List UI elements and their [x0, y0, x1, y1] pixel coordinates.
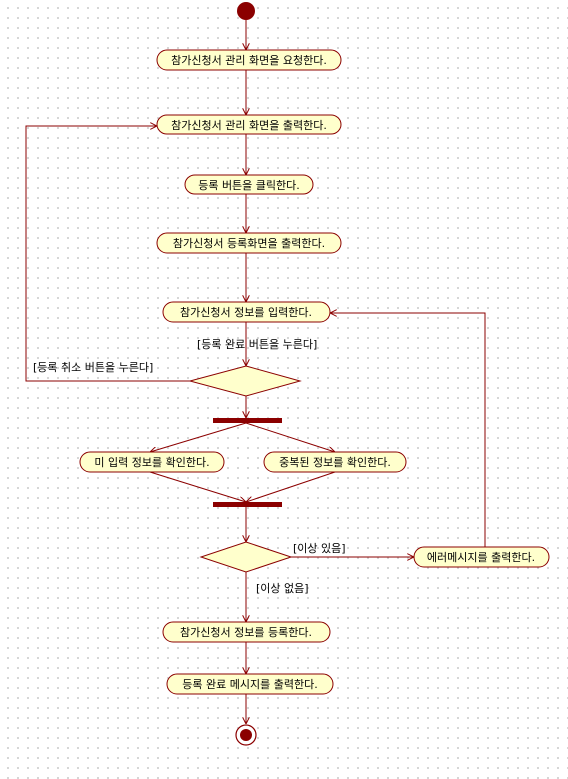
decision-node-submit	[188, 365, 302, 397]
activity-check-duplicate: 중복된 정보를 확인한다.	[263, 451, 407, 473]
activity-request-screen: 참가신청서 관리 화면을 요청한다.	[156, 49, 342, 71]
activity-label: 등록 완료 메시지를 출력한다.	[182, 678, 317, 691]
flow-missing-to-join	[149, 471, 246, 502]
flow-error-to-enter	[330, 313, 486, 547]
guard-no-error: [이상 없음]	[256, 582, 309, 595]
control-flows	[25, 20, 486, 724]
activity-label: 에러메시지를 출력한다.	[427, 551, 535, 564]
flow-fork-to-duplicate	[245, 422, 335, 452]
activity-label: 참가신청서 관리 화면을 출력한다.	[171, 119, 327, 132]
activity-show-complete: 등록 완료 메시지를 출력한다.	[166, 673, 334, 695]
activity-show-manage-screen: 참가신청서 관리 화면을 출력한다.	[156, 114, 342, 135]
activity-click-register: 등록 버튼을 클릭한다.	[184, 174, 314, 195]
fork-bar	[213, 418, 282, 423]
activity-label: 참가신청서 관리 화면을 요청한다.	[171, 54, 327, 67]
activity-label: 등록 버튼을 클릭한다.	[198, 179, 300, 192]
guard-complete-pressed: [등록 완료 버튼을 누른다]	[197, 338, 317, 351]
activity-show-register-screen: 참가신청서 등록화면을 출력한다.	[156, 232, 342, 254]
flow-fork-to-missing	[150, 422, 247, 452]
final-node	[235, 724, 257, 746]
guard-has-error: [이상 있음]	[293, 542, 346, 555]
flow-duplicate-to-join	[246, 471, 336, 502]
activity-label: 참가신청서 등록화면을 출력한다.	[173, 237, 325, 250]
activity-enter-info: 참가신청서 정보를 입력한다.	[162, 301, 331, 323]
flow-cancel-loop	[25, 126, 190, 382]
join-bar	[213, 502, 282, 507]
activity-show-error: 에러메시지를 출력한다.	[413, 546, 550, 568]
activity-label: 참가신청서 정보를 입력한다.	[180, 306, 312, 319]
activity-register-info: 참가신청서 정보를 등록한다.	[162, 621, 331, 643]
decision-node-validate	[199, 541, 293, 573]
activity-label: 중복된 정보를 확인한다.	[279, 456, 391, 469]
guard-cancel-pressed: [등록 취소 버튼을 누른다]	[33, 361, 153, 374]
initial-node	[237, 2, 255, 20]
activity-label: 미 입력 정보를 확인한다.	[94, 456, 209, 469]
activity-label: 참가신청서 정보를 등록한다.	[180, 626, 312, 639]
activity-check-missing: 미 입력 정보를 확인한다.	[79, 451, 225, 473]
